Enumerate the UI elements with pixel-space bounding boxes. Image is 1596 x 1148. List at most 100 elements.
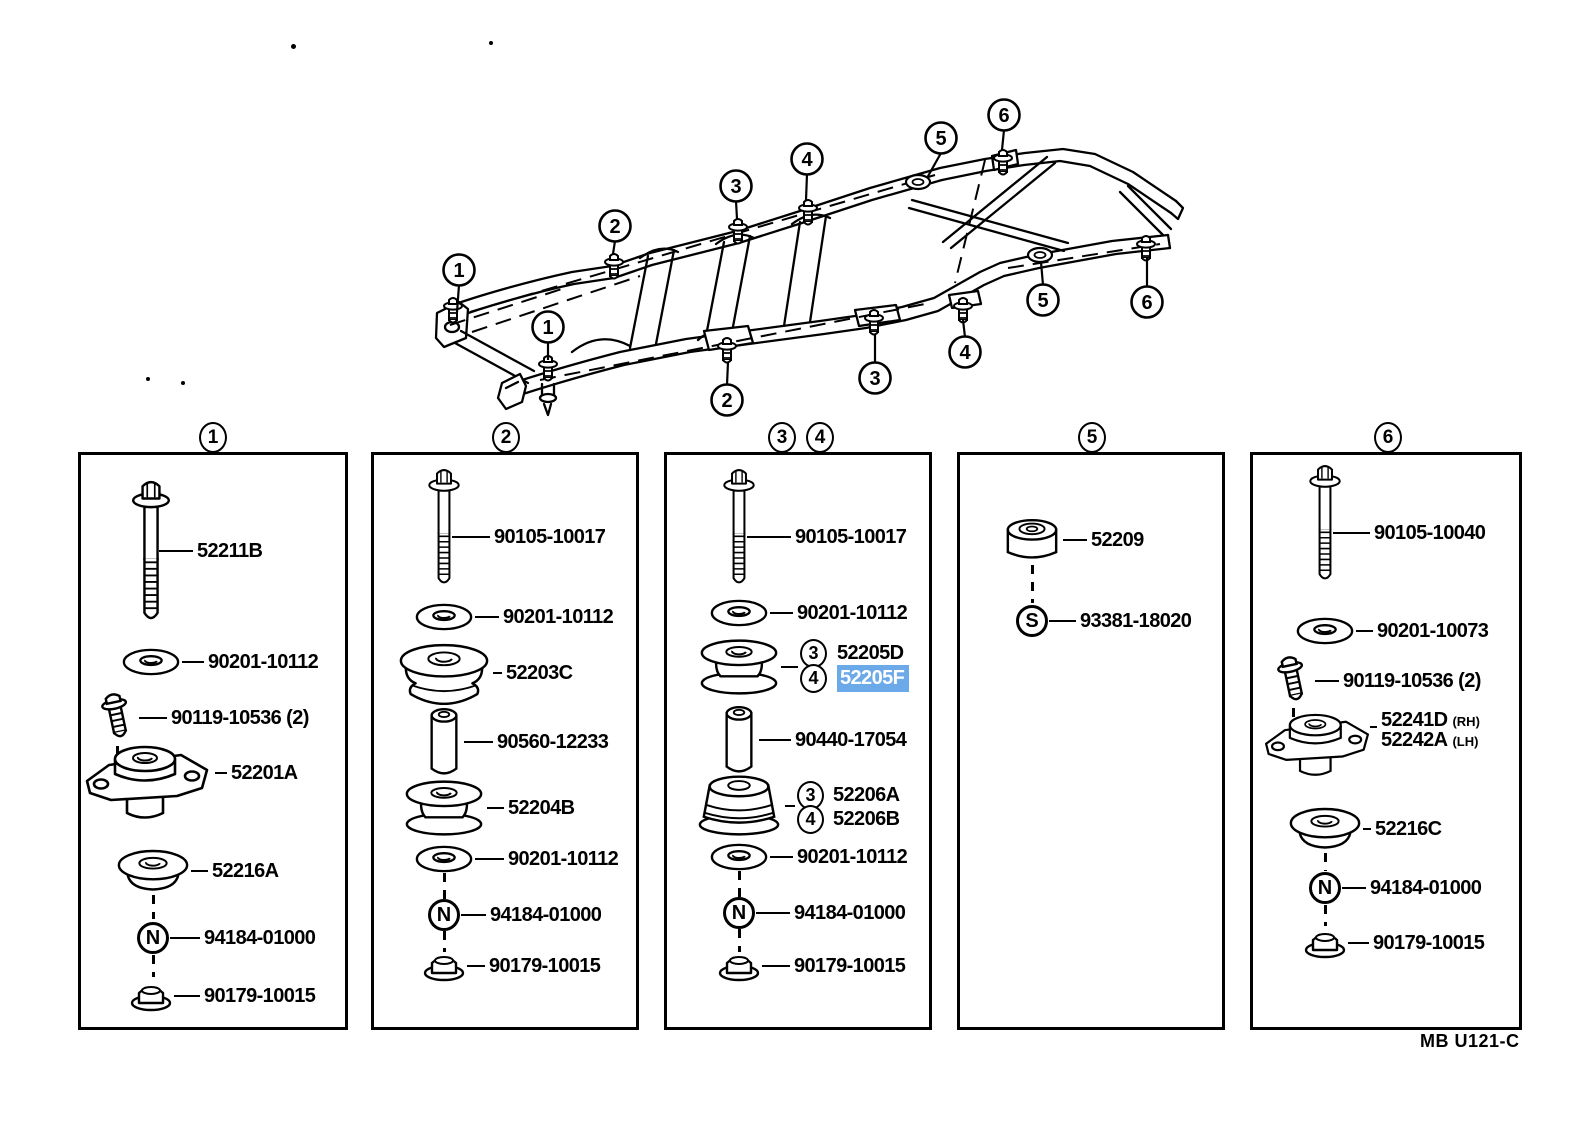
dashed-connector bbox=[442, 931, 446, 952]
label-leader bbox=[493, 672, 502, 674]
callout-leader bbox=[961, 319, 967, 338]
label-leader bbox=[1356, 630, 1373, 632]
label-leader bbox=[174, 995, 200, 997]
part-number-label: 90119-10536 (2) bbox=[1343, 670, 1481, 692]
nut-icon bbox=[716, 950, 762, 982]
frame-callout-6 bbox=[987, 98, 1021, 132]
part-number-label: 52201A bbox=[231, 762, 298, 784]
part-number-label: 52216A bbox=[212, 860, 279, 882]
frame-callout-3 bbox=[719, 169, 753, 203]
part-number-label: 94184-01000 bbox=[490, 904, 602, 926]
dashed-connector bbox=[737, 871, 741, 897]
label-leader bbox=[1315, 680, 1339, 682]
frame-callout-number: 2 bbox=[609, 216, 620, 238]
page-code: MB U121-C bbox=[1420, 1031, 1520, 1051]
part-number-label: 90105-10017 bbox=[795, 526, 907, 548]
part-number-label: 94184-01000 bbox=[1370, 877, 1482, 899]
part-number-label: 90179-10015 bbox=[794, 955, 906, 977]
item-callout-4: 4 bbox=[800, 664, 827, 693]
panel-header-callout-2: 2 bbox=[492, 422, 520, 453]
callout-leader bbox=[926, 152, 942, 179]
frame-callout-5 bbox=[1026, 283, 1060, 317]
label-leader bbox=[759, 739, 791, 741]
label-leader bbox=[461, 914, 486, 916]
cushion-dome-icon bbox=[115, 848, 191, 894]
label-leader bbox=[215, 772, 227, 774]
part-number-label: 90179-10015 bbox=[204, 985, 316, 1007]
side-suffix: (LH) bbox=[1452, 734, 1479, 749]
label-leader bbox=[1370, 726, 1377, 728]
frame-callout-4 bbox=[948, 335, 982, 369]
label-leader bbox=[452, 536, 490, 538]
frame-callout-number: 6 bbox=[1141, 292, 1152, 314]
panel-header-callout-1: 1 bbox=[199, 422, 227, 453]
dashed-connector bbox=[1030, 565, 1034, 603]
label-leader bbox=[747, 536, 791, 538]
part-number-label: 52206B bbox=[833, 808, 900, 830]
dashed-connector bbox=[737, 929, 741, 952]
label-leader bbox=[1363, 828, 1371, 830]
dashed-connector bbox=[1323, 853, 1327, 871]
part-number-label: 52203C bbox=[506, 662, 573, 684]
frame-callout-number: 5 bbox=[1037, 290, 1048, 312]
washer-icon bbox=[120, 647, 182, 677]
cushion-taper-icon bbox=[695, 775, 783, 837]
frame-callout-number: 4 bbox=[959, 342, 971, 364]
bolt-lg-icon bbox=[1299, 461, 1351, 585]
cushion-spool-icon bbox=[402, 780, 486, 837]
mount-bolt-icon bbox=[1136, 235, 1156, 262]
frame-callout-number: 3 bbox=[869, 368, 880, 390]
part-number-label: 52209 bbox=[1091, 529, 1144, 551]
cushion-cyl-icon bbox=[1003, 518, 1061, 563]
cushion-spool-icon bbox=[697, 639, 781, 696]
speck bbox=[291, 44, 296, 49]
part-number-label-highlighted: 52205F bbox=[837, 665, 910, 692]
panel-header-callout-5: 5 bbox=[1078, 422, 1106, 453]
frame-callout-number: 3 bbox=[730, 176, 741, 198]
part-number-label: 90201-10112 bbox=[508, 848, 619, 870]
collar-icon bbox=[425, 705, 463, 779]
panel-header-callout-3: 3 bbox=[768, 422, 796, 453]
part-number-label: 90440-17054 bbox=[795, 729, 907, 751]
dashed-connector bbox=[1323, 905, 1327, 926]
part-number-label: 90179-10015 bbox=[1373, 932, 1485, 954]
label-leader bbox=[781, 666, 798, 668]
part-number-label: 52241D (RH) bbox=[1381, 707, 1480, 735]
callout-leader bbox=[455, 284, 461, 313]
callout-leader bbox=[1000, 129, 1006, 151]
collar-icon bbox=[720, 703, 758, 777]
nut-symbol-icon: N bbox=[723, 897, 755, 929]
label-leader bbox=[756, 912, 790, 914]
part-number-label: 52204B bbox=[508, 797, 575, 819]
mount-icon bbox=[1261, 694, 1373, 780]
part-number-label: 90119-10536 (2) bbox=[171, 707, 309, 729]
label-leader bbox=[770, 612, 793, 614]
washer-icon bbox=[708, 842, 770, 872]
label-leader bbox=[475, 858, 504, 860]
frame-callout-number: 4 bbox=[801, 149, 813, 171]
dashed-connector bbox=[151, 955, 155, 977]
label-leader bbox=[139, 717, 167, 719]
label-leader bbox=[191, 870, 208, 872]
label-leader bbox=[1049, 620, 1076, 622]
frame-callout-number: 5 bbox=[935, 128, 946, 150]
part-number-label: 90201-10073 bbox=[1377, 620, 1489, 642]
part-number-text: 52241D bbox=[1381, 709, 1448, 731]
bolt-lg-icon bbox=[713, 465, 765, 589]
frame-callout-6 bbox=[1130, 285, 1164, 319]
part-number-label: 90179-10015 bbox=[489, 955, 601, 977]
speck bbox=[489, 41, 493, 45]
part-number-label: 52206A bbox=[833, 784, 900, 806]
nut-symbol-icon: N bbox=[428, 899, 460, 931]
side-suffix: (RH) bbox=[1452, 714, 1480, 729]
washer-icon bbox=[413, 602, 475, 632]
callout-leader bbox=[1039, 261, 1045, 286]
part-number-label: 90201-10112 bbox=[503, 606, 614, 628]
dashed-connector bbox=[442, 873, 446, 899]
nut-icon bbox=[128, 980, 174, 1012]
